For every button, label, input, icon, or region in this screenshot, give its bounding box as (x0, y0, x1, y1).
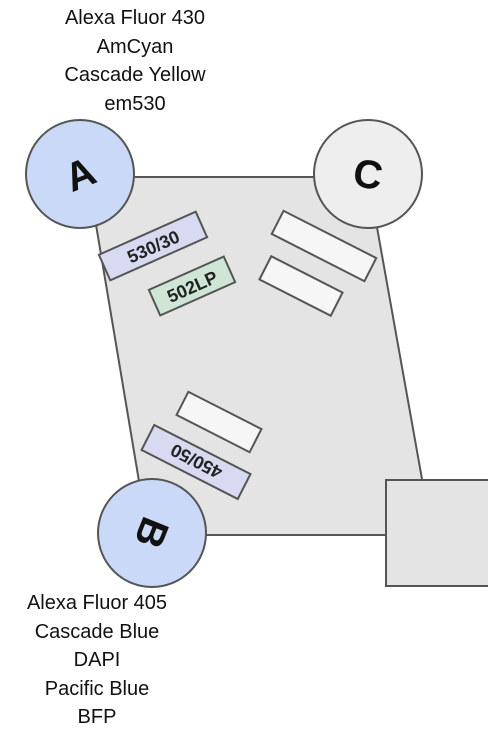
fluorochrome-label: Cascade Blue (34, 620, 160, 643)
filter-530-30 (97, 210, 209, 282)
fluorochrome-label: Pacific Blue (44, 677, 150, 700)
detector-a-fluorochrome-list: Alexa Fluor 430 AmCyan Cascade Yellow em… (20, 4, 250, 118)
empty-filter-slot (175, 390, 263, 454)
fluorochrome-label: em530 (104, 92, 166, 115)
detector-a (25, 119, 135, 229)
side-port-box (385, 479, 488, 587)
detector-b (97, 478, 207, 588)
empty-filter-slot (258, 254, 344, 318)
fluorochrome-label: Alexa Fluor 430 (64, 7, 206, 29)
fluorochrome-label: Cascade Yellow (64, 64, 206, 86)
empty-filter-slot (270, 209, 378, 283)
filter-502lp (147, 255, 237, 317)
fluorochrome-label: BFP (77, 706, 117, 728)
fluorochrome-label: Alexa Fluor 405 (26, 592, 168, 614)
detector-c (313, 119, 423, 229)
fluorochrome-label: DAPI (73, 649, 121, 671)
filter-450-50 (140, 423, 252, 501)
detector-b-fluorochrome-list: Alexa Fluor 405 Cascade Blue DAPI Pacifi… (0, 589, 194, 732)
fluorochrome-label: AmCyan (96, 35, 174, 58)
